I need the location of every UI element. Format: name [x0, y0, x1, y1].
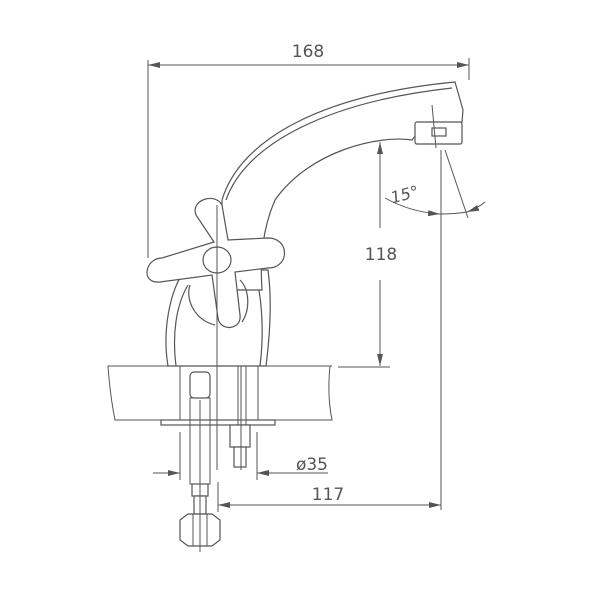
- dimension-spout-angle: 15°: [384, 149, 486, 510]
- dimension-label-117: 117: [312, 485, 344, 505]
- dimension-label-15deg: 15°: [388, 182, 420, 208]
- dimension-label-168: 168: [292, 42, 324, 62]
- dimension-label-diameter-35: ø35: [296, 455, 328, 475]
- supply-hose: [179, 371, 221, 552]
- dimension-base-diameter: ø35: [153, 432, 328, 480]
- dimension-label-118: 118: [365, 245, 397, 265]
- countertop-section: [107, 365, 333, 426]
- mounting-stud: [229, 366, 251, 470]
- dimension-spout-height: 118: [338, 142, 397, 368]
- spout: [221, 81, 464, 291]
- dimension-spout-reach: 117: [217, 482, 441, 512]
- dimension-overall-width: 168: [147, 42, 470, 258]
